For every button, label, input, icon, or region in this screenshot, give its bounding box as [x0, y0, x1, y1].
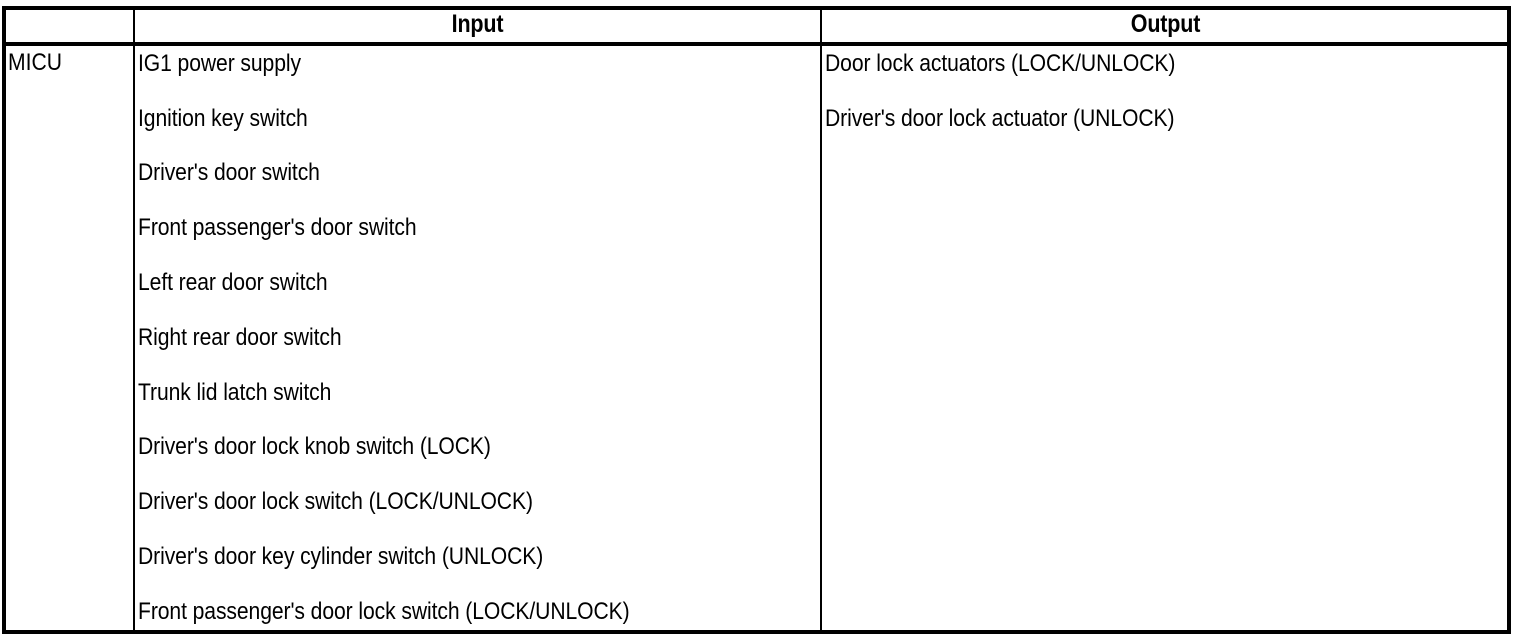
column-header-output: Output [1130, 10, 1201, 38]
input-row-item: Driver's door lock knob switch (LOCK) [138, 433, 491, 460]
input-row-item: Driver's door lock switch (LOCK/UNLOCK) [138, 488, 533, 515]
input-row-item: Right rear door switch [138, 324, 342, 351]
unit-label-micu: MICU [8, 49, 62, 76]
input-row-item: IG1 power supply [138, 50, 301, 77]
output-row-item: Door lock actuators (LOCK/UNLOCK) [825, 50, 1176, 77]
input-row-item: Ignition key switch [138, 105, 308, 132]
column-header-input: Input [451, 10, 504, 38]
table-body: MICU IG1 power supply Ignition key switc… [0, 46, 1520, 630]
header-separator [2, 42, 1511, 46]
input-row-item: Front passenger's door switch [138, 214, 417, 241]
input-row-item: Trunk lid latch switch [138, 379, 332, 406]
column-divider-input-output [820, 6, 822, 634]
input-row-item: Left rear door switch [138, 269, 328, 296]
output-row-item: Driver's door lock actuator (UNLOCK) [825, 105, 1175, 132]
column-divider-unit-input [133, 6, 135, 634]
input-row-item: Driver's door switch [138, 159, 320, 186]
input-row-item: Driver's door key cylinder switch (UNLOC… [138, 543, 544, 570]
io-table [2, 6, 1511, 634]
input-row-item: Front passenger's door lock switch (LOCK… [138, 598, 630, 625]
